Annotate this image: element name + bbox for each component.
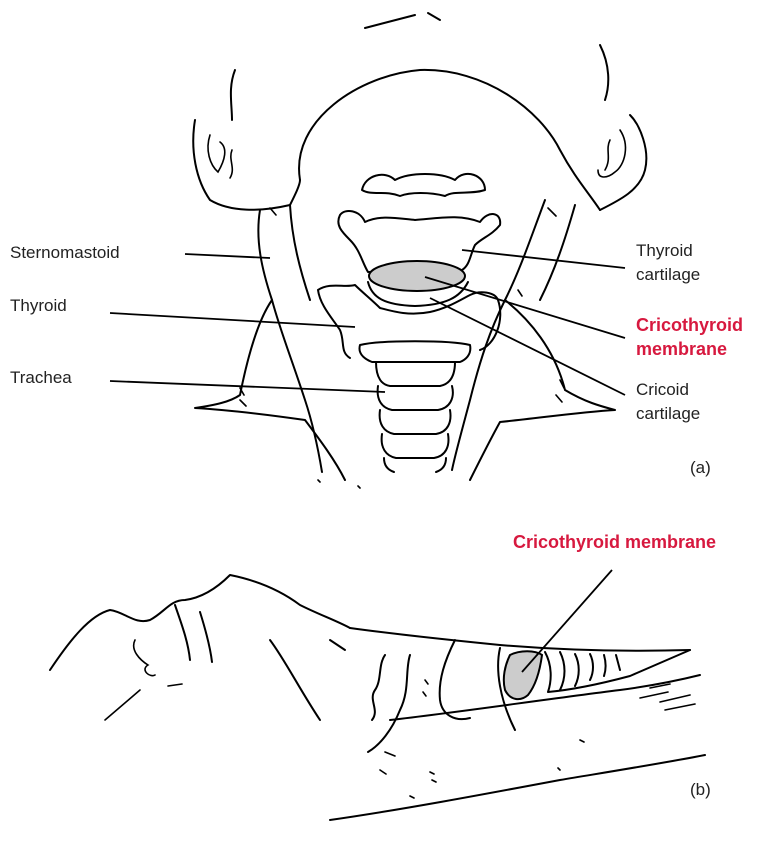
leader-sternomastoid bbox=[185, 254, 270, 258]
right-ear bbox=[600, 45, 646, 210]
label-cricoid-line1: Cricoid bbox=[636, 380, 689, 399]
nose-lips bbox=[175, 605, 212, 662]
sternomastoid-left bbox=[258, 205, 322, 472]
neck-top-line bbox=[350, 628, 690, 651]
jaw-outline bbox=[299, 70, 600, 210]
label-sternomastoid: Sternomastoid bbox=[10, 243, 120, 262]
neck-base-right bbox=[470, 300, 615, 480]
thyroid-gland bbox=[318, 285, 500, 358]
leader-thyroid bbox=[110, 313, 355, 327]
leader-trachea bbox=[110, 381, 385, 392]
ear-b-detail bbox=[423, 680, 428, 696]
trachea-rings-b bbox=[545, 650, 690, 692]
label-thyroid-cartilage-line2: cartilage bbox=[636, 265, 700, 284]
hyoid-bone bbox=[362, 174, 485, 196]
jaw-top-dash-right bbox=[428, 13, 440, 20]
leader-cricothyroid-b bbox=[522, 570, 612, 672]
cricothyroid-membrane-b bbox=[504, 651, 542, 699]
label-trachea: Trachea bbox=[10, 368, 72, 387]
leader-thyroid-cartilage bbox=[462, 250, 625, 268]
head-profile bbox=[50, 575, 350, 670]
jaw-line-b bbox=[270, 640, 345, 720]
leader-cricothyroid-a bbox=[425, 277, 625, 338]
label-cricothyroid-line1: Cricothyroid bbox=[636, 315, 743, 335]
caption-panel-a: (a) bbox=[690, 458, 711, 477]
label-thyroid-cartilage-line1: Thyroid bbox=[636, 241, 693, 260]
leader-cricoid bbox=[430, 298, 625, 395]
sternomastoid-right bbox=[452, 200, 575, 470]
mouth-detail bbox=[105, 640, 182, 720]
panel-b-illustration bbox=[50, 575, 705, 820]
ear-b bbox=[368, 655, 410, 752]
right-ear-detail bbox=[598, 130, 625, 177]
jaw-top-dash-left bbox=[365, 15, 415, 28]
label-cricothyroid-membrane-b: Cricothyroid membrane bbox=[513, 532, 716, 552]
label-cricothyroid-line2: membrane bbox=[636, 339, 727, 359]
panel-a-illustration bbox=[193, 13, 646, 488]
label-cricoid-line2: cartilage bbox=[636, 404, 700, 423]
left-ear-detail bbox=[208, 135, 232, 178]
caption-panel-b: (b) bbox=[690, 780, 711, 799]
trachea-rings bbox=[360, 341, 471, 472]
label-thyroid: Thyroid bbox=[10, 296, 67, 315]
cricothyroid-membrane-a bbox=[369, 261, 465, 291]
